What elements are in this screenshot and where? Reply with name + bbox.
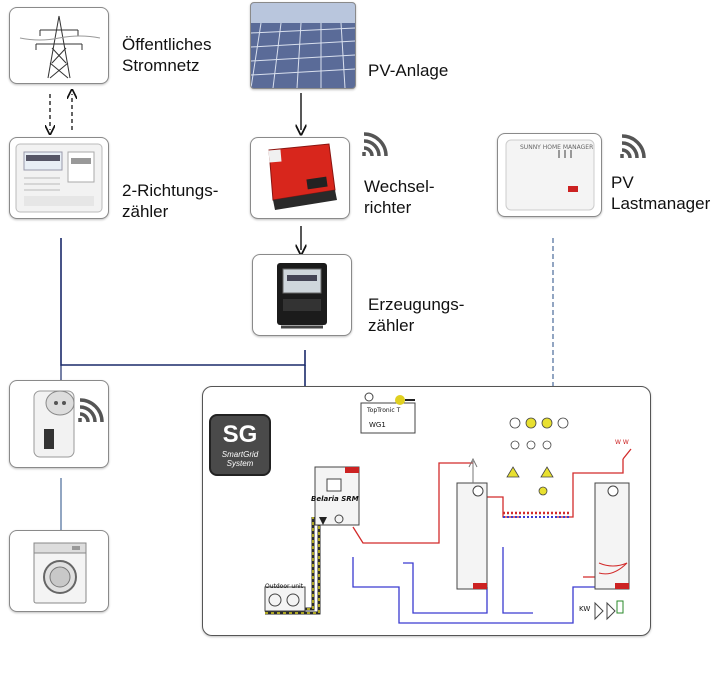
grid-pylon-card: [9, 7, 109, 84]
production-meter-icon: [277, 263, 327, 329]
bidirectional-meter-card: [9, 137, 109, 219]
pv-panel-card: [250, 2, 356, 89]
production-meter-label: Erzeugungs- zähler: [368, 295, 465, 335]
sg-subtitle-2: System: [226, 459, 254, 468]
sg-subtitle-1: SmartGrid: [221, 450, 259, 459]
bus-line: [60, 238, 306, 366]
production-meter-card: [252, 254, 352, 336]
washing-machine-card: [9, 530, 109, 612]
pv-label: PV-Anlage: [368, 61, 449, 80]
heating-system-panel: Belaria SRM TopTronic T WG1 W W KW Outdo…: [202, 386, 651, 636]
load-manager-label: PV Lastmanager: [611, 173, 711, 213]
power-pylon-icon: [19, 15, 101, 79]
inverter-icon: [268, 143, 337, 210]
inverter-wifi-icon: [362, 132, 388, 157]
smart-plug-wifi-icon: [78, 398, 104, 423]
load-manager-wifi-icon: [620, 134, 646, 159]
smartgrid-badge: SG SmartGrid System: [209, 414, 271, 476]
heating-schematic: [264, 392, 632, 624]
outdoor-unit-label: Outdoor unit: [265, 583, 304, 590]
electricity-meter-icon: [15, 143, 103, 213]
controller-name-label: Belaria SRM: [311, 495, 359, 503]
router-device-icon: [505, 139, 595, 211]
solar-panel-icon: [251, 3, 355, 88]
cold-water-label: KW: [579, 605, 591, 613]
bidirectional-meter-label: 2-Richtungs- zähler: [122, 181, 219, 221]
wg-label: WG1: [369, 421, 386, 429]
smart-plug-card: [9, 380, 109, 468]
hot-water-label: W W: [615, 439, 629, 446]
smart-plug-icon: [33, 390, 75, 458]
washing-machine-icon: [33, 542, 87, 604]
sg-title: SG: [222, 421, 258, 448]
load-manager-device-text: SUNNY HOME MANAGER: [520, 144, 594, 151]
inverter-label: Wechsel- richter: [364, 177, 435, 217]
load-manager-card: SUNNY HOME MANAGER: [497, 133, 602, 217]
inverter-card: [250, 137, 350, 219]
grid-label: Öffentliches Stromnetz: [122, 35, 212, 75]
thermostat-label: TopTronic T: [367, 407, 401, 414]
